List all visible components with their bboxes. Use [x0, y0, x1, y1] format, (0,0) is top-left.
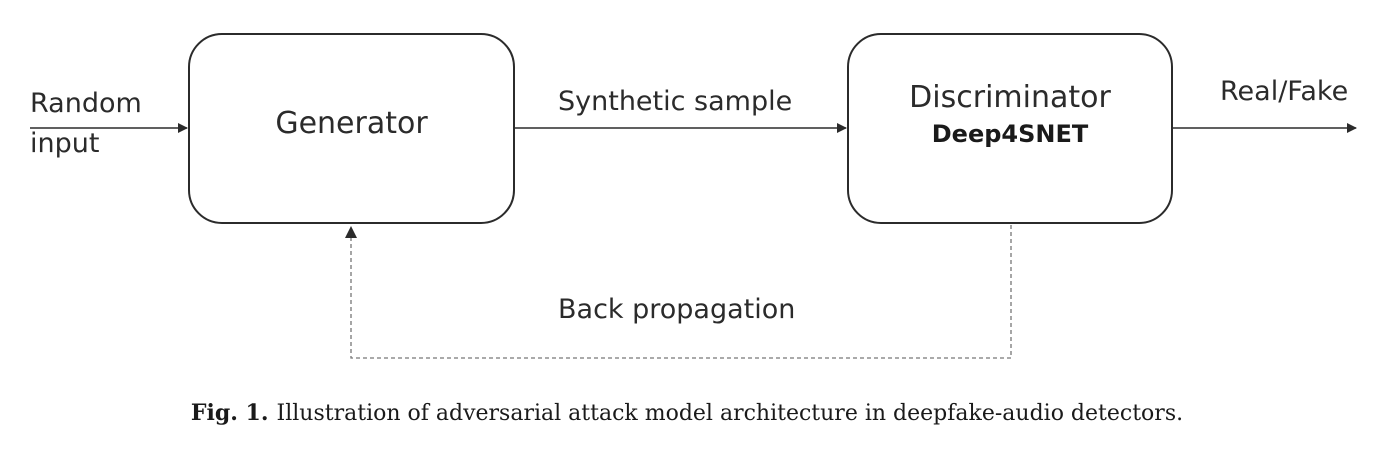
backprop-dashed-path — [350, 225, 1012, 359]
diagram-connectors — [30, 123, 1357, 359]
gan-diagram: Random input Generator Synthetic sample … — [30, 33, 1357, 359]
generator-label: Generator — [275, 105, 428, 141]
real-fake-output-label: Real/Fake — [1220, 76, 1349, 107]
figure-caption: Fig. 1. Illustration of adversarial attac… — [0, 396, 1374, 431]
random-input-label-line1: Random — [30, 88, 142, 119]
figure-caption-prefix: Fig. 1. — [190, 400, 269, 426]
generator-node: Generator — [188, 33, 515, 224]
random-input-label-line2: input — [30, 128, 100, 159]
figure-caption-text: Illustration of adversarial attack model… — [276, 401, 1184, 426]
discriminator-sublabel: Deep4SNET — [931, 119, 1089, 148]
discriminator-label: Discriminator — [909, 79, 1111, 115]
backprop-arrowhead — [345, 226, 357, 238]
discriminator-node: Discriminator Deep4SNET — [847, 33, 1173, 224]
random-input-label: Random input — [30, 84, 142, 164]
back-propagation-label: Back propagation — [558, 294, 796, 325]
synthetic-sample-label: Synthetic sample — [558, 86, 793, 117]
